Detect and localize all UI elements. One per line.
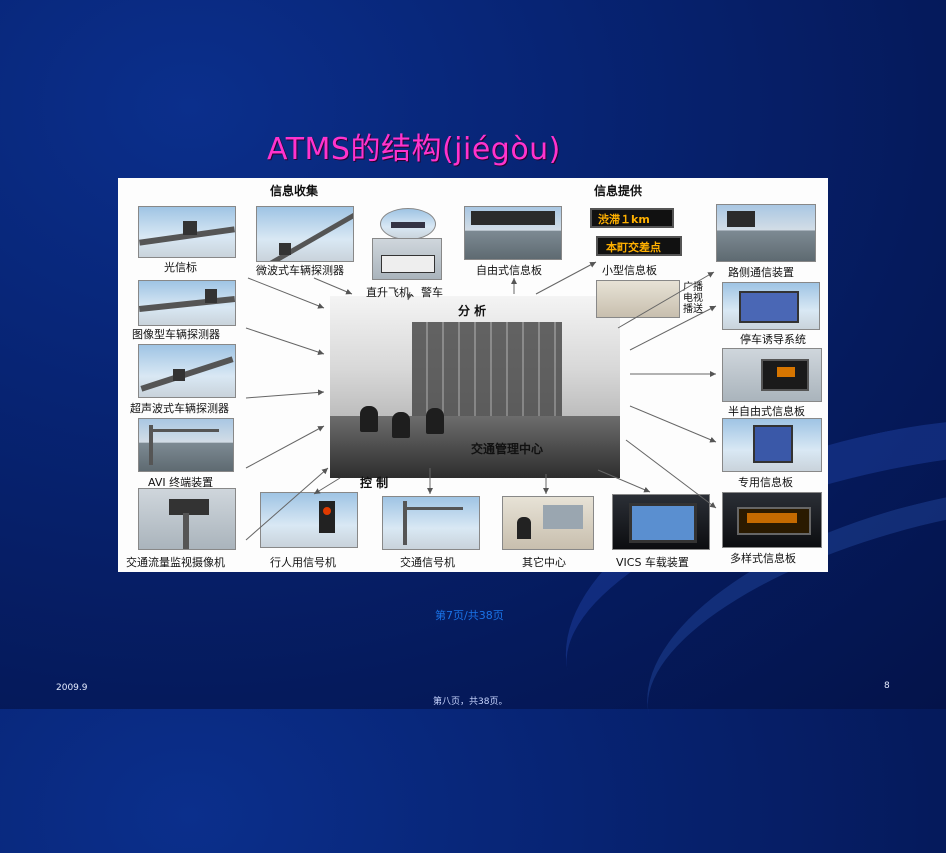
traffic-signal-photo: [382, 496, 480, 550]
pedestrian-signal-photo: [260, 492, 358, 548]
other-center-photo: [502, 496, 594, 550]
traffic-control-center-photo: [330, 296, 620, 478]
label-broadcast: 广播电视播送: [683, 282, 703, 315]
multi-style-board-photo: [722, 492, 822, 548]
small-info-board-line2: 本町交差点: [596, 236, 682, 256]
label-ultrasonic-detector: 超声波式车辆探测器: [130, 402, 229, 415]
free-info-board-photo: [464, 206, 562, 260]
image-detector-photo: [138, 280, 236, 326]
video-wall-image: [412, 322, 562, 422]
roadside-comm-photo: [716, 204, 816, 262]
label-image-detector: 图像型车辆探测器: [132, 328, 220, 341]
label-avi-terminal: AVI 终端装置: [148, 476, 214, 489]
label-semi-free-board: 半自由式信息板: [728, 405, 805, 418]
label-other-center: 其它中心: [522, 556, 566, 569]
flow-arrows: [245, 261, 717, 541]
label-vics-unit: VICS 车载装置: [616, 556, 689, 569]
label-microwave-detector: 微波式车辆探测器: [256, 264, 344, 277]
vics-unit-photo: [612, 494, 710, 550]
label-traffic-camera: 交通流量监视摄像机: [126, 556, 225, 569]
label-traffic-signal: 交通信号机: [400, 556, 455, 569]
label-pedestrian-signal: 行人用信号机: [270, 556, 336, 569]
parking-guidance-photo: [722, 282, 820, 330]
atms-structure-diagram: 信息收集 信息提供 分 析 交通管理中心 控 制 光信标 图像型车辆探测器 超声…: [118, 178, 828, 572]
operator-silhouette: [426, 408, 444, 434]
slide-date: 2009.9: [56, 683, 88, 693]
avi-terminal-photo: [138, 418, 234, 472]
page-indicator: 第7页/共38页: [435, 609, 504, 622]
operator-silhouette: [360, 406, 378, 432]
small-info-board-line1: 渋滞１km: [590, 208, 674, 228]
label-small-info-board: 小型信息板: [602, 264, 657, 277]
label-analysis: 分 析: [458, 304, 487, 318]
helicopter-photo: [380, 208, 436, 240]
slide-number: 8: [884, 681, 890, 691]
light-beacon-photo: [138, 206, 236, 258]
label-free-info-board: 自由式信息板: [476, 264, 542, 277]
label-control: 控 制: [360, 476, 389, 490]
label-light-beacon: 光信标: [164, 261, 197, 274]
header-info-collection: 信息收集: [270, 184, 319, 198]
slide-footer: 第八页，共38页。: [433, 697, 508, 707]
label-multi-style-board: 多样式信息板: [730, 552, 796, 565]
microwave-detector-photo: [256, 206, 354, 262]
semi-free-board-photo: [722, 348, 822, 402]
label-dedicated-board: 专用信息板: [738, 476, 793, 489]
label-parking-guidance: 停车诱导系统: [740, 333, 806, 346]
operator-silhouette: [392, 412, 410, 438]
slide-title: ATMS的结构(jiégòu): [267, 132, 561, 167]
ultrasonic-detector-photo: [138, 344, 236, 398]
console-desk-image: [330, 416, 620, 478]
header-info-provision: 信息提供: [594, 184, 643, 198]
label-traffic-management-center: 交通管理中心: [471, 442, 544, 456]
traffic-camera-photo: [138, 488, 236, 550]
label-roadside-comm: 路侧通信装置: [728, 266, 794, 279]
dedicated-board-photo: [722, 418, 822, 472]
broadcast-photo: [596, 280, 680, 318]
police-car-photo: [372, 238, 442, 280]
label-helicopter-police: 直升飞机、警车: [366, 286, 443, 299]
